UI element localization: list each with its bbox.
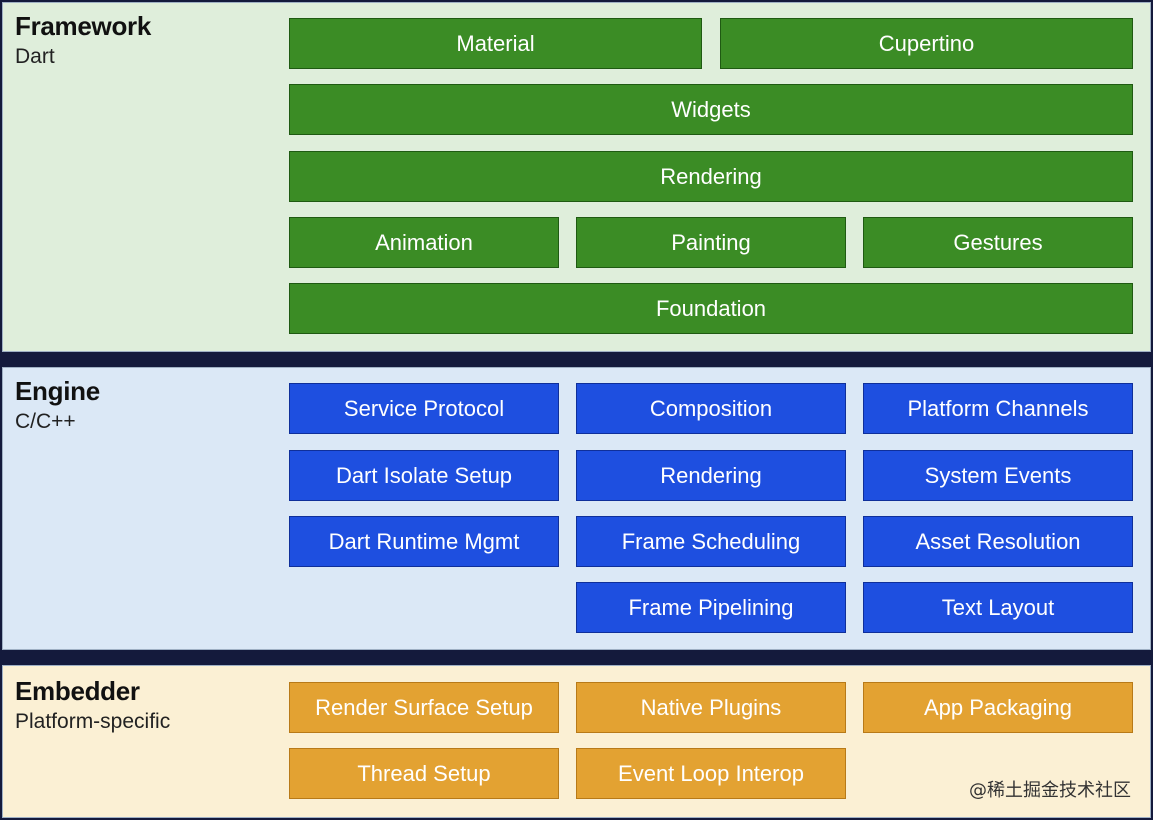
cupertino-box: Cupertino [720, 18, 1133, 69]
thread-setup-box: Thread Setup [289, 748, 559, 799]
engine-title: Engine [15, 376, 100, 406]
foundation-box: Foundation [289, 283, 1133, 334]
engine-subtitle: C/C++ [15, 410, 76, 433]
embedder-subtitle: Platform-specific [15, 710, 171, 733]
gestures-box: Gestures [863, 217, 1133, 268]
dart-runtime-mgmt-box: Dart Runtime Mgmt [289, 516, 559, 567]
framework-subtitle: Dart [15, 45, 55, 68]
composition-box: Composition [576, 383, 846, 434]
dart-isolate-setup-box: Dart Isolate Setup [289, 450, 559, 501]
animation-box: Animation [289, 217, 559, 268]
material-box: Material [289, 18, 702, 69]
platform-channels-box: Platform Channels [863, 383, 1133, 434]
framework-title: Framework [15, 11, 152, 41]
asset-resolution-box: Asset Resolution [863, 516, 1133, 567]
watermark-text: @稀土掘金技术社区 [969, 780, 1131, 801]
text-layout-box: Text Layout [863, 582, 1133, 633]
painting-box: Painting [576, 217, 846, 268]
engine-rendering-box: Rendering [576, 450, 846, 501]
frame-scheduling-box: Frame Scheduling [576, 516, 846, 567]
service-protocol-box: Service Protocol [289, 383, 559, 434]
embedder-title: Embedder [15, 676, 140, 706]
frame-pipelining-box: Frame Pipelining [576, 582, 846, 633]
render-surface-setup-box: Render Surface Setup [289, 682, 559, 733]
system-events-box: System Events [863, 450, 1133, 501]
framework-rendering-box: Rendering [289, 151, 1133, 202]
app-packaging-box: App Packaging [863, 682, 1133, 733]
event-loop-interop-box: Event Loop Interop [576, 748, 846, 799]
native-plugins-box: Native Plugins [576, 682, 846, 733]
widgets-box: Widgets [289, 84, 1133, 135]
